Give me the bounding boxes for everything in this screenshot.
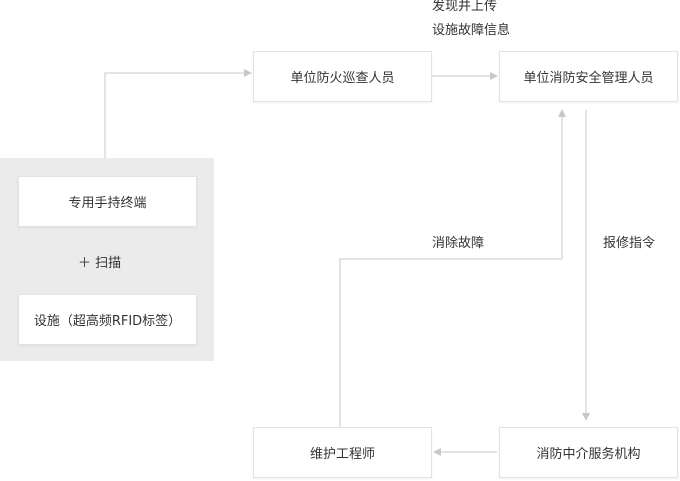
terminal-to-patrol-arrow	[104, 69, 252, 158]
clear-fault-label: 消除故障	[432, 236, 485, 251]
fire-patrol-node: 单位防火巡查人员	[253, 51, 432, 102]
scan-label: ＋ 扫描	[78, 256, 122, 271]
repair-order-label: 报修指令	[603, 236, 656, 251]
service-agency-node: 消防中介服务机构	[499, 427, 678, 478]
facility-rfid-node: 设施（超高频RFID标签）	[18, 294, 197, 345]
engineer-to-manager-arrow	[339, 109, 566, 427]
upload-label-line1: 发现并上传	[432, 0, 498, 14]
upload-label-line2: 设施故障信息	[432, 23, 511, 38]
maintenance-engineer-node: 维护工程师	[253, 427, 432, 478]
safety-manager-node: 单位消防安全管理人员	[499, 51, 678, 102]
handheld-terminal-node: 专用手持终端	[18, 176, 197, 227]
